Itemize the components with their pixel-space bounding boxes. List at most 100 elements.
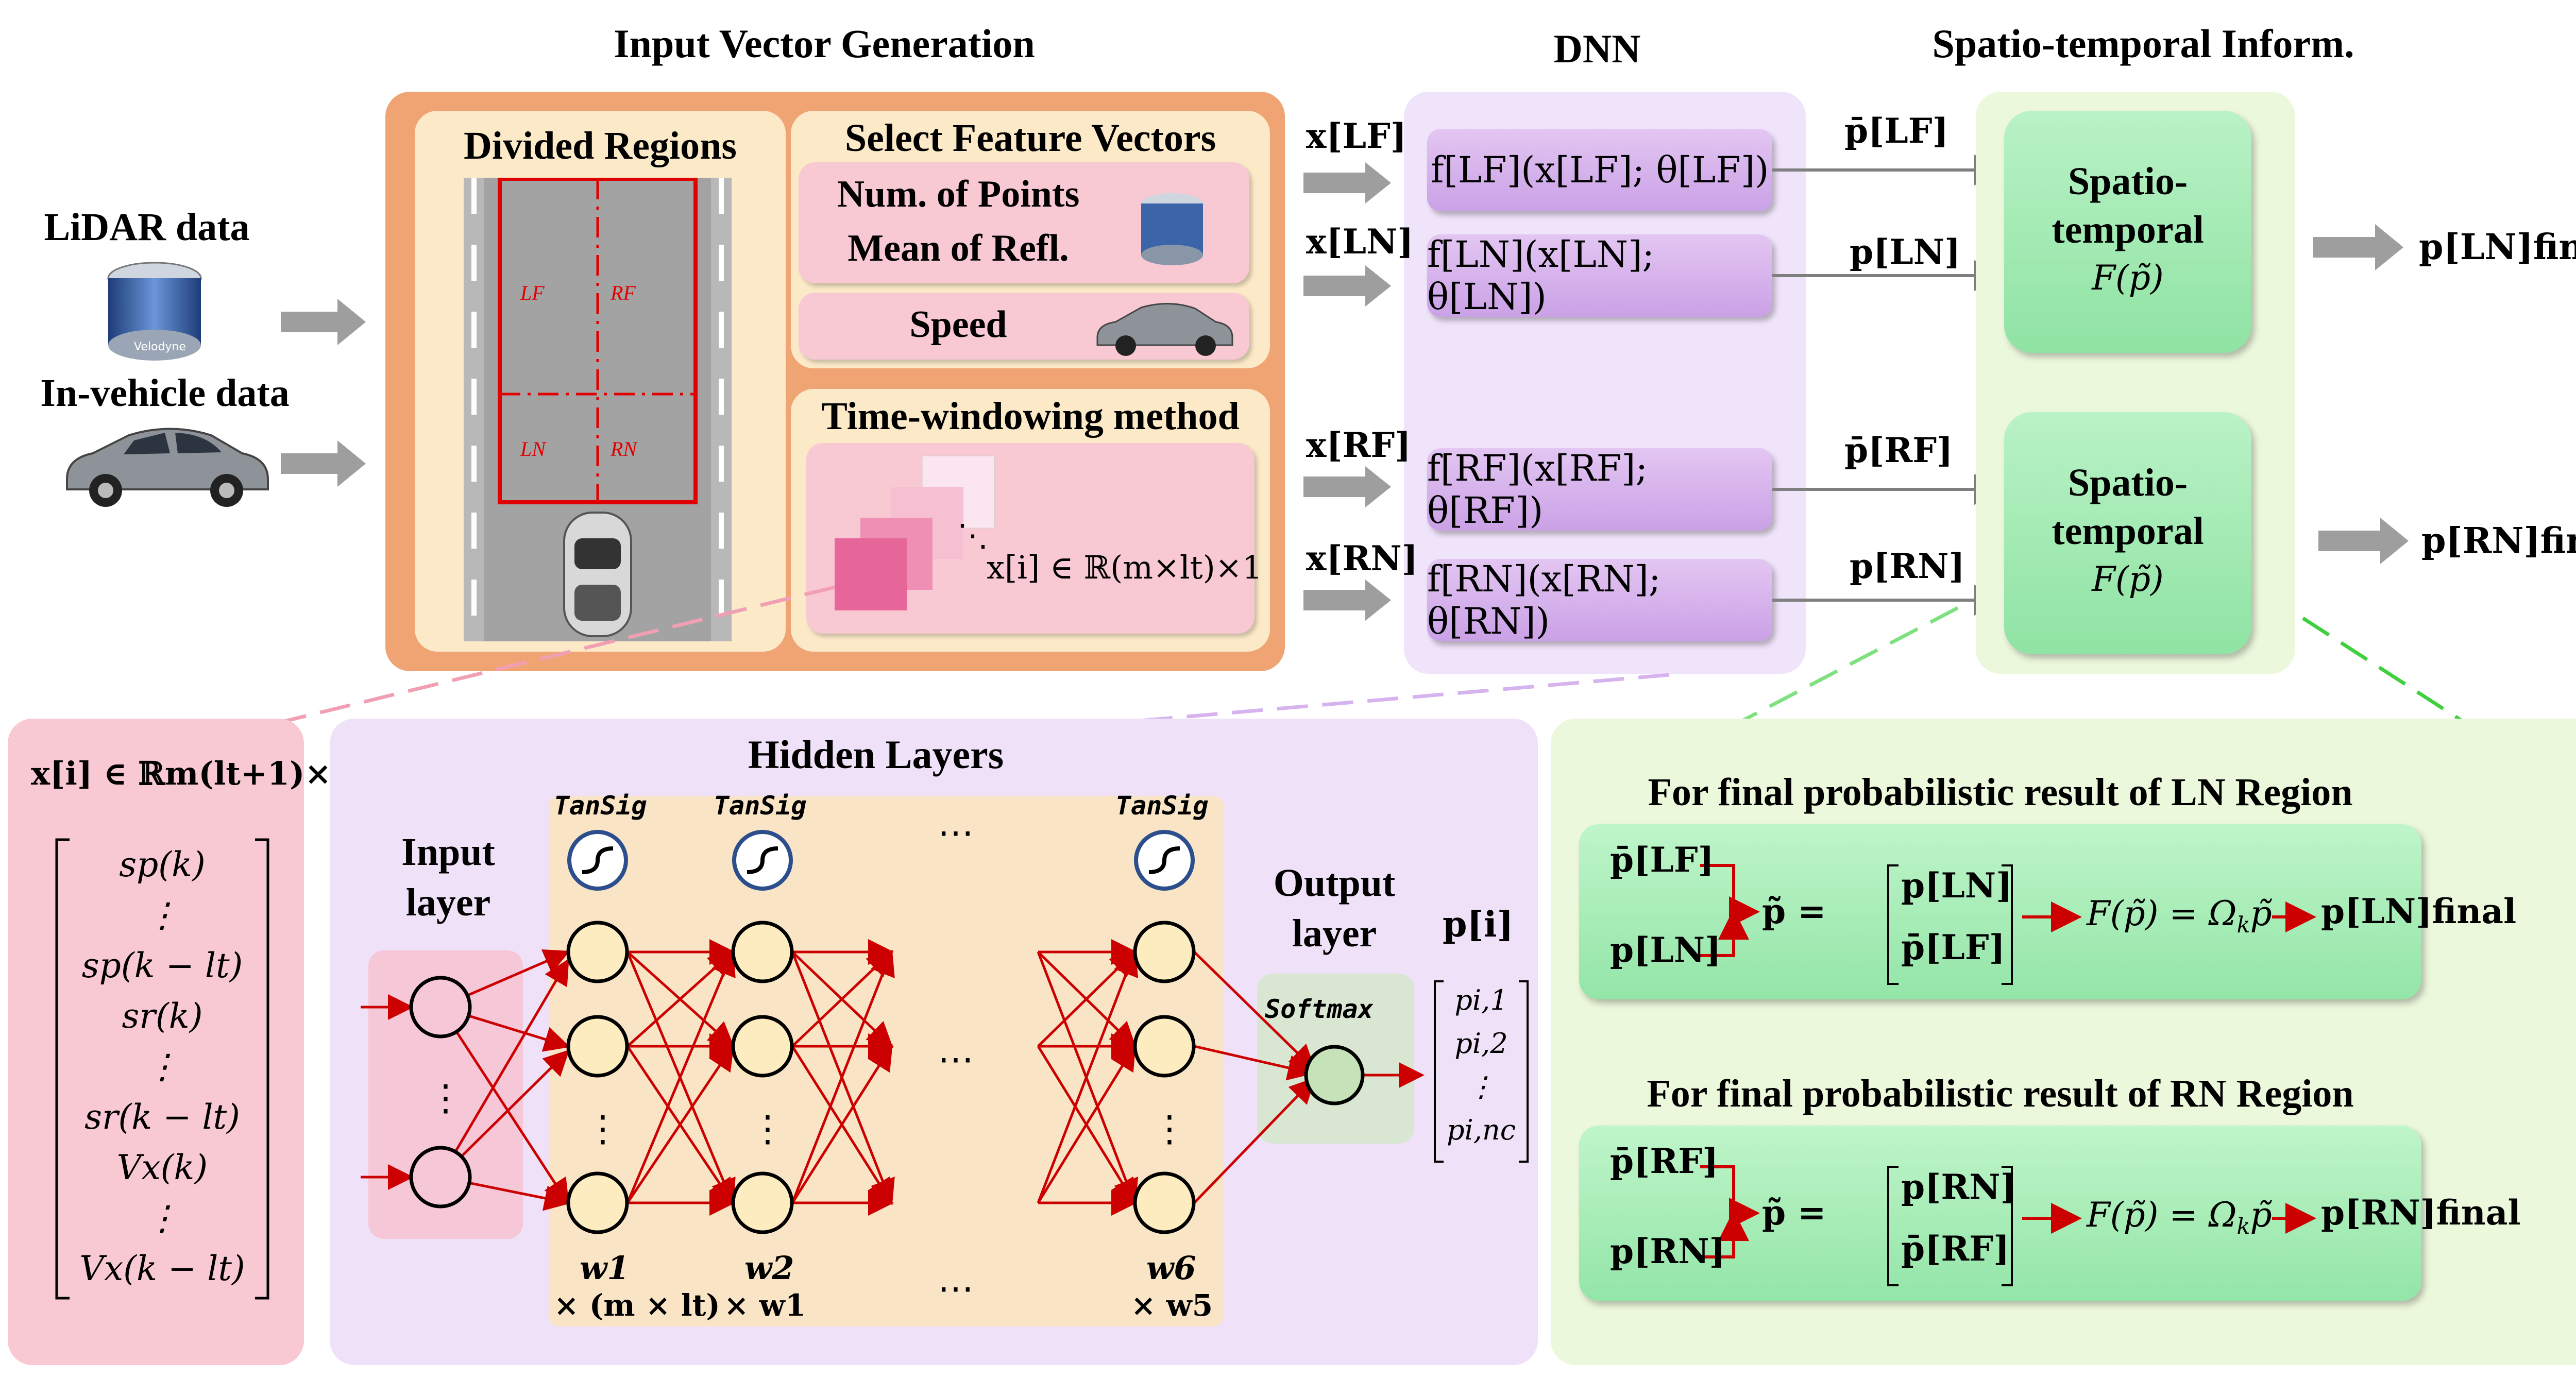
in-vehicle-label: In-vehicle data — [40, 371, 290, 415]
rn-p-bar-rf: p̄[RF] — [1610, 1141, 1719, 1181]
top-ellipsis: ⋯ — [938, 813, 974, 853]
vector-entry: Vx(k) — [116, 1148, 208, 1187]
w2-label: w2 — [744, 1249, 794, 1287]
dnn-output-arrows — [1772, 155, 2005, 616]
vector-entry: sr(k) — [122, 996, 203, 1036]
rn-result-title: For final probabilistic result of RN Reg… — [1647, 1072, 2354, 1115]
x-lf-label: x[LF] — [1306, 116, 1407, 156]
output-vector-entry: pi,1 — [1454, 984, 1508, 1016]
arrow-x-lf — [1303, 162, 1391, 203]
ln-f-omega: F(p̃) = Ωkp̃ — [2087, 894, 2272, 939]
svg-text:Velodyne: Velodyne — [134, 341, 186, 353]
spatio-line2: temporal — [2052, 509, 2204, 553]
region-rf: RF — [611, 281, 636, 304]
p-ln-label: p[LN] — [1850, 232, 1961, 272]
car-icon — [66, 428, 269, 507]
x-ln-label: x[LN] — [1306, 222, 1414, 262]
vector-entry: sp(k − lt) — [81, 946, 243, 985]
road-image — [464, 178, 732, 641]
ln-p-ln: p[LN] — [1610, 930, 1721, 970]
output-layer-line: layer — [1292, 912, 1377, 955]
zoom-connector-lines — [242, 585, 2464, 734]
region-ln: LN — [520, 437, 546, 461]
vector-header: x[i] ∈ ℝm(lt+1)×1 — [31, 755, 354, 792]
divided-regions-title: Divided Regions — [464, 124, 737, 167]
final-arrow-ln — [2313, 224, 2403, 270]
input-layer-line: Input — [401, 830, 495, 874]
vector-entry: sr(k − lt) — [84, 1097, 240, 1137]
mean-refl-label: Mean of Refl. — [848, 227, 1069, 269]
input-layer-line: layer — [405, 881, 491, 924]
output-vector-brackets — [1434, 980, 1529, 1163]
spatio-line2: temporal — [2052, 208, 2204, 251]
neural-network-graph — [361, 830, 1425, 1234]
arrow-x-rn — [1303, 580, 1391, 621]
mid-ellipsis: ⋯ — [938, 1040, 974, 1080]
rn-vec-top: p[RN] — [1901, 1167, 2016, 1207]
ln-formula-arrows — [1700, 864, 2316, 985]
output-layer-title: Output layer — [1257, 858, 1412, 959]
ln-vec-bottom: p̄[LF] — [1901, 927, 2005, 967]
w6-label: w6 — [1146, 1249, 1196, 1287]
rn-formula-box: p̄[RF] p[RN] p̃ = p[RN] p̄[RF] F(p̃) = Ω… — [1579, 1126, 2521, 1301]
output-layer-line: Output — [1273, 861, 1396, 905]
w6-dim-label: × w5 — [1131, 1288, 1213, 1323]
w2-dim-label: × w1 — [724, 1288, 806, 1323]
ln-formula-box: p̄[LF] p[LN] p̃ = p[LN] p̄[LF] F(p̃) = Ω… — [1579, 824, 2516, 999]
region-lf: LF — [520, 281, 545, 304]
output-vector-entries: pi,1 pi,2 ⋮ pi,nc — [1437, 979, 1525, 1152]
layer1-ellipsis: ⋮ — [585, 1110, 621, 1149]
lidar-sensor-icon: Velodyne — [107, 262, 202, 361]
output-vector-entry: pi,2 — [1454, 1027, 1508, 1060]
layer6-ellipsis: ⋮ — [1151, 1110, 1188, 1149]
car-small-icon — [1096, 302, 1233, 356]
spatio-temporal-block-ln: Spatio- temporal F(p̃) — [2004, 111, 2251, 353]
output-vector-label: p[i] — [1443, 904, 1514, 945]
softmax-label: Softmax — [1265, 994, 1374, 1024]
ln-final: p[LN]final — [2321, 891, 2517, 931]
header-dnn: DNN — [1553, 26, 1641, 71]
header-spatio-temporal: Spatio-temporal Inform. — [1932, 21, 2354, 66]
speed-label: Speed — [909, 303, 1007, 346]
time-window-title: Time-windowing method — [821, 395, 1240, 438]
p-bar-rf-label: p̄[RF] — [1844, 430, 1953, 470]
time-window-frames-icon: ⋱ — [835, 455, 995, 610]
rn-final: p[RN]final — [2321, 1193, 2521, 1233]
ln-result-title: For final probabilistic result of LN Reg… — [1648, 771, 2353, 814]
w1-label: w1 — [580, 1249, 630, 1287]
spatio-func: F(p̃) — [2092, 258, 2164, 298]
vector-entry: ⋮ — [145, 1047, 179, 1086]
p-rn-label: p[RN] — [1850, 546, 1965, 586]
svg-text:⋱: ⋱ — [957, 519, 988, 553]
rn-f-omega: F(p̃) = Ωkp̃ — [2087, 1195, 2272, 1240]
tansig-label-2: TanSig — [714, 791, 807, 821]
spatio-line1: Spatio- — [2067, 461, 2188, 504]
arrow-x-rf — [1303, 466, 1391, 507]
hidden-layers-title: Hidden Layers — [748, 732, 1004, 777]
input-layer-title: Input layer — [371, 827, 526, 928]
vector-entry: sp(k) — [119, 845, 206, 884]
dnn-function-rf: f[RF](x[RF]; θ[RF]) — [1427, 447, 1772, 532]
tansig-label-6: TanSig — [1115, 791, 1209, 821]
final-ln-label: p[LN]final — [2419, 227, 2576, 268]
p-bar-lf-label: p̄[LF] — [1844, 111, 1948, 151]
w1-dim-label: × (m × lt) — [554, 1288, 720, 1323]
tansig-icon — [567, 830, 1195, 891]
dnn-function-rn: f[RN](x[RN]; θ[RN]) — [1427, 558, 1772, 642]
vector-entries: sp(k) ⋮ sp(k − lt) sr(k) ⋮ sr(k − lt) Vx… — [67, 840, 258, 1294]
dnn-function-lf: f[LF](x[LF]; θ[LF]) — [1427, 129, 1772, 211]
lidar-small-icon — [1141, 193, 1203, 265]
vehicle-arrow — [281, 440, 366, 487]
spatio-line1: Spatio- — [2067, 160, 2188, 203]
bottom-ellipsis: ⋯ — [938, 1269, 974, 1309]
header-input-vector-generation: Input Vector Generation — [614, 21, 1035, 66]
tansig-label-1: TanSig — [554, 791, 647, 821]
ln-p-tilde: p̃ = — [1762, 891, 1826, 931]
vector-entry: Vx(k − lt) — [79, 1249, 245, 1288]
output-vector-entry: ⋮ — [1467, 1070, 1495, 1103]
time-window-formula: x[i] ∈ ℝ(m×lt)×1 — [987, 549, 1263, 586]
input-node-ellipsis: ⋮ — [428, 1079, 464, 1118]
rn-vec-bottom: p̄[RF] — [1901, 1229, 2010, 1269]
vector-entry: ⋮ — [145, 1198, 179, 1238]
rn-p-tilde: p̃ = — [1762, 1193, 1826, 1233]
